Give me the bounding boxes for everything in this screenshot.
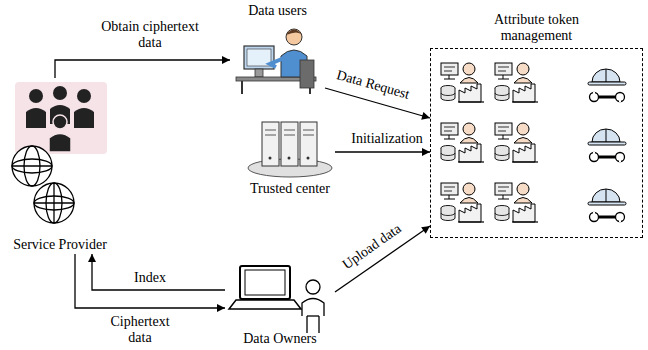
node-label: Attribute token management <box>470 11 604 45</box>
trusted-center-node: Trusted center <box>245 118 335 198</box>
node-label: Trusted center <box>248 180 332 198</box>
edge-label: Data Request <box>333 67 413 104</box>
edge-label: Obtain ciphertext data <box>98 19 202 51</box>
service-provider-node: Service Provider <box>5 78 115 254</box>
node-label: Service Provider <box>11 236 109 254</box>
connector-arrow <box>55 60 230 78</box>
node-label: Data users <box>246 2 309 20</box>
data-owner-icon <box>229 266 324 333</box>
token-icons <box>441 63 626 222</box>
connector-arrow <box>335 151 430 152</box>
service-provider-icon <box>12 82 107 223</box>
edge-label: Initialization <box>349 131 425 147</box>
data-owner-node: Data Owners <box>225 260 335 348</box>
data-user-icon <box>236 29 316 94</box>
connector-arrow <box>75 254 225 308</box>
edge-label: Ciphertext data <box>102 314 178 346</box>
connector-arrow <box>92 254 225 290</box>
edge-label: Index <box>132 270 168 286</box>
token-management-box: Attribute token management <box>430 48 643 238</box>
user-node: Data users <box>230 2 325 97</box>
node-label: Data Owners <box>241 330 318 348</box>
server-icon <box>248 122 332 177</box>
